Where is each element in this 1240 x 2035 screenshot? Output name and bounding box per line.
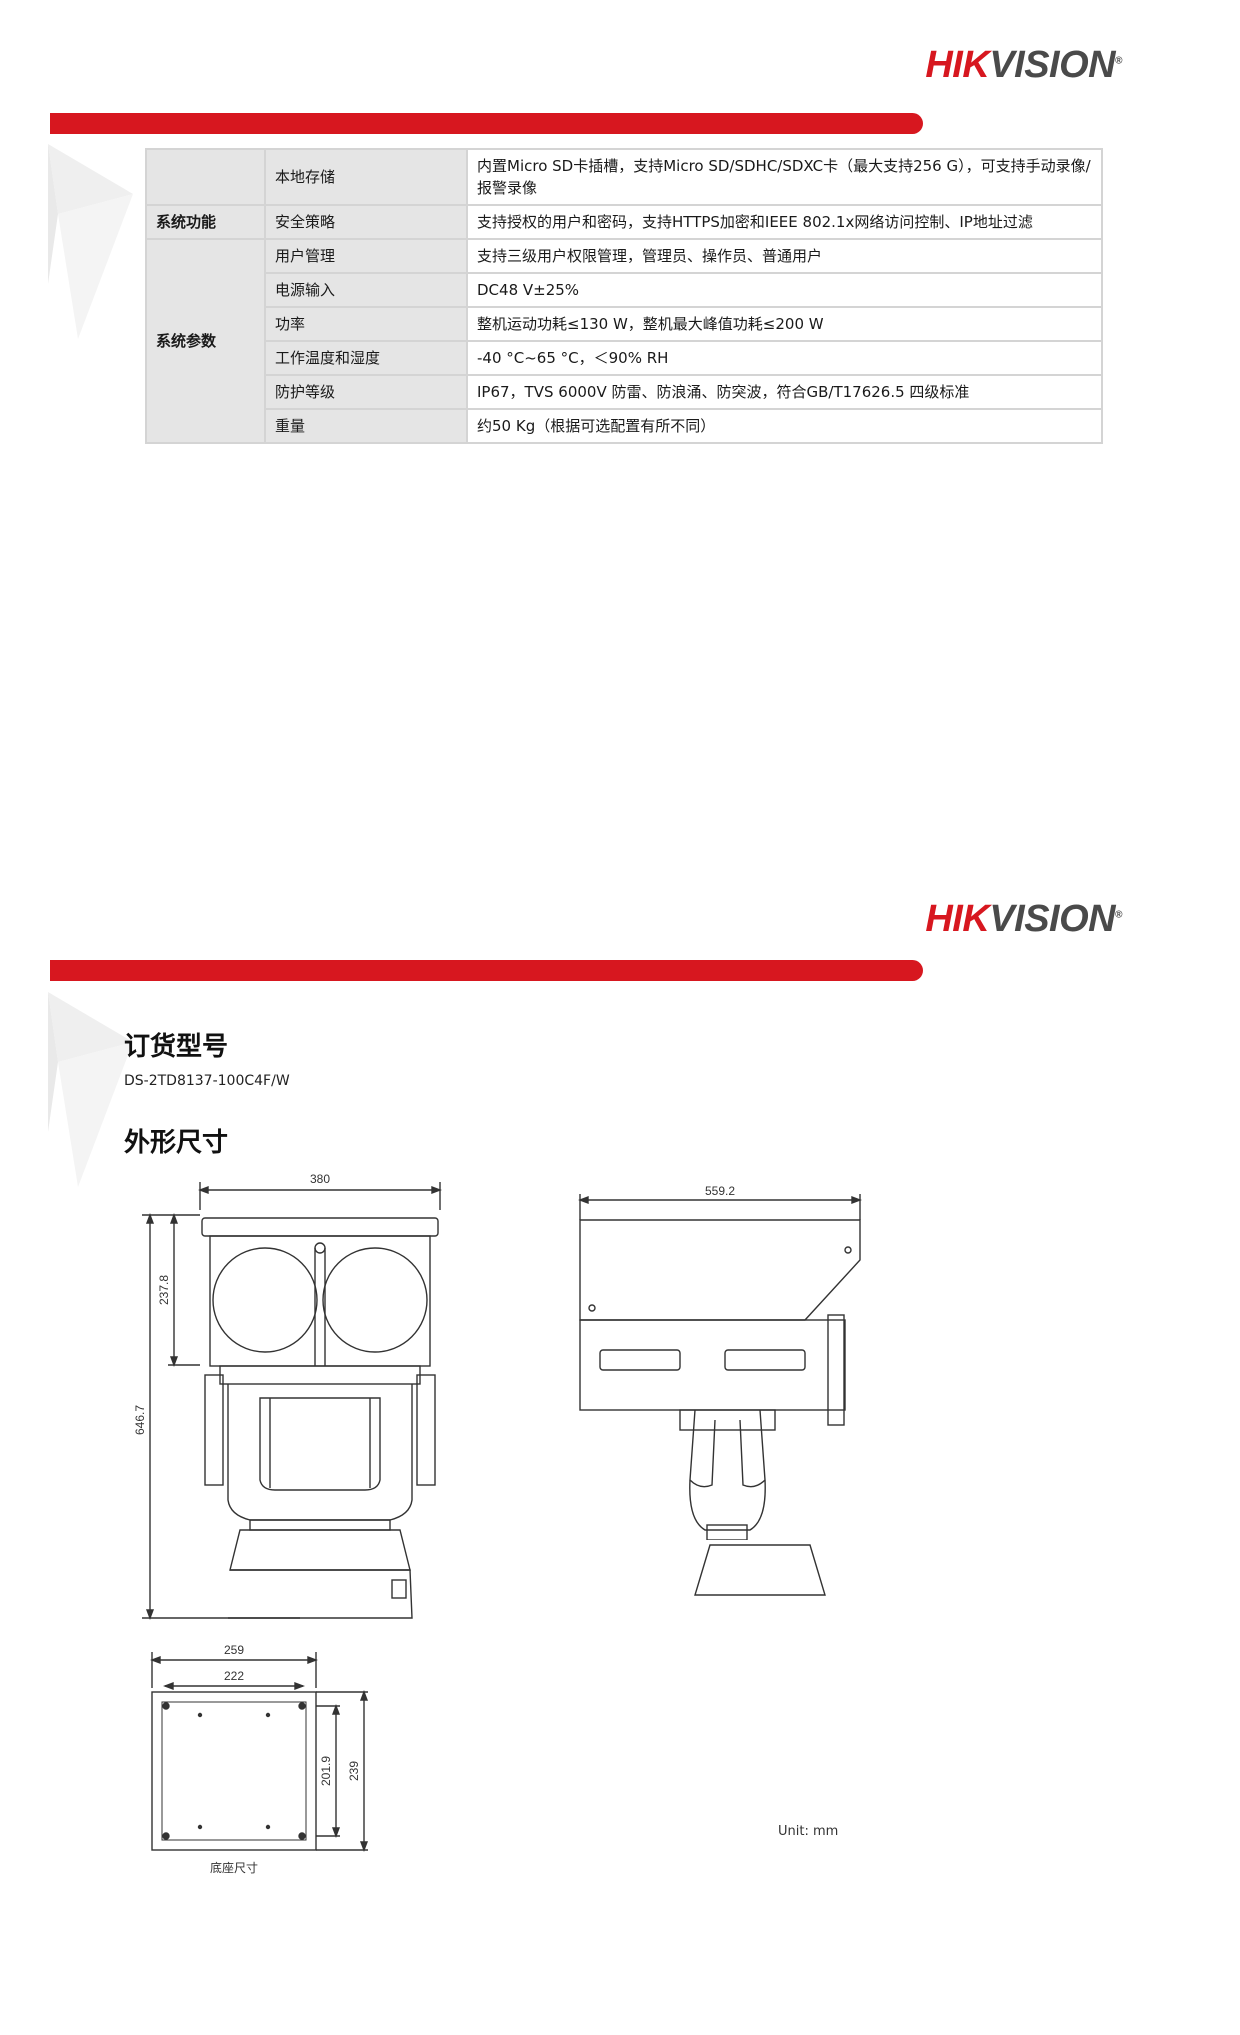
decorative-star-graphic <box>48 992 133 1187</box>
table-row: 系统功能安全策略支持授权的用户和密码，支持HTTPS加密和IEEE 802.1x… <box>145 204 1103 240</box>
hikvision-logo: HIKVISION® <box>925 898 1122 940</box>
hikvision-logo: HIKVISION® <box>925 44 1122 86</box>
item-cell: 重量 <box>264 408 468 444</box>
header-red-bar <box>50 113 923 134</box>
page-2: HIKVISION® 订货型号 DS-2TD8137-100C4F/W 外形尺寸… <box>0 860 1240 2035</box>
page-1: HIKVISION® 本地存储内置Micro SD卡插槽，支持Micro SD/… <box>0 0 1240 860</box>
table-row: 本地存储内置Micro SD卡插槽，支持Micro SD/SDHC/SDXC卡（… <box>145 148 1103 206</box>
value-cell: IP67，TVS 6000V 防雷、防浪涌、防突波，符合GB/T17626.5 … <box>466 374 1103 410</box>
value-cell: 支持授权的用户和密码，支持HTTPS加密和IEEE 802.1x网络访问控制、I… <box>466 204 1103 240</box>
value-cell: -40 °C~65 °C，＜90% RH <box>466 340 1103 376</box>
front-view-drawing: 380 646.7 237.8 <box>133 1172 442 1620</box>
base-caption: 底座尺寸 <box>210 1860 258 1875</box>
base-outer-label: 259 <box>224 1643 244 1657</box>
front-width-label: 380 <box>310 1172 330 1186</box>
table-row: 系统参数用户管理支持三级用户权限管理，管理员、操作员、普通用户 <box>145 238 1103 444</box>
base-footprint-drawing: 259 222 201.9 239 底座尺寸 <box>150 1643 369 1875</box>
dimensions-title: 外形尺寸 <box>124 1128 229 1158</box>
table-row: 工作温度和湿度-40 °C~65 °C，＜90% RH <box>146 340 1103 376</box>
value-cell: 整机运动功耗≤130 W，整机最大峰值功耗≤200 W <box>466 306 1103 342</box>
item-cell: 功率 <box>264 306 468 342</box>
table-row: 重量约50 Kg（根据可选配置有所不同） <box>146 408 1103 444</box>
item-cell: 防护等级 <box>264 374 468 410</box>
value-cell: 约50 Kg（根据可选配置有所不同） <box>466 408 1103 444</box>
item-cell: 工作温度和湿度 <box>264 340 468 376</box>
order-title: 订货型号 <box>124 1032 229 1062</box>
header-red-bar <box>50 960 923 981</box>
base-inner-label: 222 <box>224 1669 244 1683</box>
unit-label: Unit: mm <box>778 1824 839 1839</box>
spec-table: 本地存储内置Micro SD卡插槽，支持Micro SD/SDHC/SDXC卡（… <box>145 148 1103 444</box>
base-height-outer-label: 239 <box>347 1761 361 1781</box>
front-total-height-label: 646.7 <box>133 1405 147 1435</box>
base-height-inner-label: 201.9 <box>319 1756 333 1786</box>
item-cell: 用户管理 <box>264 238 468 274</box>
item-cell: 本地存储 <box>264 148 468 206</box>
decorative-star-graphic <box>48 144 133 339</box>
category-cell: 系统参数 <box>145 238 266 444</box>
value-cell: 支持三级用户权限管理，管理员、操作员、普通用户 <box>466 238 1103 274</box>
side-width-label: 559.2 <box>705 1184 735 1198</box>
category-cell: 系统功能 <box>145 204 266 240</box>
value-cell: 内置Micro SD卡插槽，支持Micro SD/SDHC/SDXC卡（最大支持… <box>466 148 1103 206</box>
model-number: DS-2TD8137-100C4F/W <box>124 1073 290 1089</box>
item-cell: 安全策略 <box>264 204 468 240</box>
category-cell <box>145 148 266 206</box>
side-view-drawing: 559.2 <box>578 1184 862 1540</box>
item-cell: 电源输入 <box>264 272 468 308</box>
side-view-base <box>694 1544 826 1596</box>
value-cell: DC48 V±25% <box>466 272 1103 308</box>
front-top-height-label: 237.8 <box>157 1275 171 1305</box>
table-row: 功率整机运动功耗≤130 W，整机最大峰值功耗≤200 W <box>146 306 1103 342</box>
